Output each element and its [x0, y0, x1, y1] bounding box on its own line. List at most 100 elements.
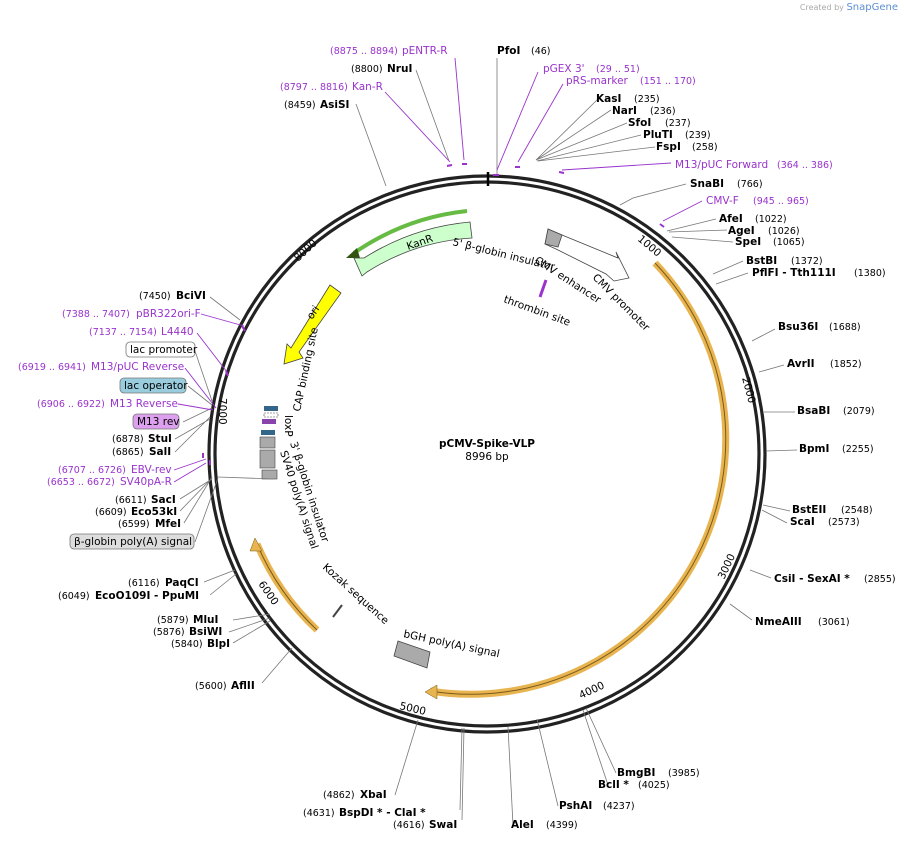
enzyme-swai-pos: (4616)	[393, 820, 425, 831]
enzyme-fspi-pos: (258)	[692, 142, 718, 153]
leader-xbai	[394, 719, 419, 796]
enzyme-eco53ki-pos: (6609)	[95, 507, 127, 518]
lac-operator-label: lac operator	[124, 380, 188, 392]
thrombin-site-label: thrombin site	[502, 294, 572, 329]
enzyme-alei: AleI	[511, 819, 534, 831]
cmv-promoter-label: CMV promoter	[590, 272, 652, 334]
enzyme-mfei-pos: (6599)	[118, 519, 150, 530]
leader-m13-puc-fwd	[561, 162, 672, 171]
left-orf-arc-core	[256, 543, 318, 631]
enzyme-stui: StuI	[148, 433, 172, 445]
enzyme-ecoo109i-pos: (6049)	[58, 591, 90, 602]
enzyme-sali-pos: (6865)	[112, 447, 144, 458]
leader-aflii	[261, 647, 293, 684]
enzyme-afei: AfeI	[719, 213, 743, 225]
enzyme-stui-pos: (6878)	[112, 434, 144, 445]
enzyme-sfoi-pos: (237)	[665, 118, 691, 129]
primer-pgex3-pos: (29 .. 51)	[596, 64, 640, 75]
enzyme-bmgbi: BmgBI	[617, 767, 655, 779]
snapgene-credit: Created by SnapGene	[800, 2, 898, 13]
primer-cmv-f-pos: (945 .. 965)	[753, 196, 809, 207]
leader-bsteii-group	[761, 504, 791, 524]
enzyme-bsteii-pos: (2548)	[841, 505, 873, 516]
enzyme-agei: AgeI	[728, 225, 755, 237]
primer-kan-r: Kan-R	[352, 81, 383, 93]
enzyme-avrii-pos: (1852)	[830, 359, 862, 370]
primer-pgex3: pGEX 3'	[543, 63, 585, 75]
primer-ebv-rev: EBV-rev	[131, 464, 172, 476]
leader-pgex3	[496, 71, 539, 171]
leader-alei	[507, 726, 514, 826]
kozak-mark	[332, 604, 343, 618]
enzyme-afei-pos: (1022)	[755, 214, 787, 225]
enzyme-pfoi: PfoI	[497, 45, 520, 57]
green-arc	[352, 209, 468, 255]
ori-feature	[283, 284, 342, 365]
enzyme-swai: SwaI	[429, 819, 457, 831]
leader-boxed-group	[182, 350, 275, 543]
primer-m13-reverse: M13 Reverse	[110, 398, 178, 410]
enzyme-bcli-pos: (4025)	[638, 780, 670, 791]
enzyme-aflii-pos: (5600)	[195, 681, 227, 692]
enzyme-kasi-pos: (235)	[634, 94, 660, 105]
leader-claI-group	[459, 727, 465, 821]
enzyme-spei-pos: (1065)	[773, 237, 805, 248]
primer-sv40pa-r-pos: (6653 .. 6672)	[47, 477, 115, 488]
leader-pentr-r	[454, 57, 465, 161]
m13-rev-box	[132, 413, 180, 430]
enzyme-bstbi: BstBI	[746, 255, 777, 267]
enzyme-nrui: NruI	[387, 63, 412, 75]
primer-m13-puc-fwd: M13/pUC Forward	[675, 159, 768, 171]
enzyme-nmeaiii-pos: (3061)	[818, 617, 850, 628]
lac-operator-box	[119, 377, 187, 394]
enzyme-labels: PfoI (46) KasI (235) NarI (236) SfoI (23…	[497, 45, 896, 831]
3prime-insulator-box	[259, 436, 276, 449]
leader-pshai	[536, 718, 559, 807]
primer-pentr-r-pos: (8875 .. 8894)	[330, 46, 398, 57]
enzyme-bcli: BclI *	[598, 779, 629, 791]
tick-7000: 7000	[216, 398, 228, 425]
credit-prefix: Created by	[799, 3, 844, 12]
enzyme-mlui-pos: (5879)	[157, 615, 189, 626]
enzyme-nrui-pos: (8800)	[351, 64, 383, 75]
boxed-feature-labels: lac promoter lac operator M13 rev β-glob…	[69, 341, 198, 550]
leader-mlui-group	[228, 613, 271, 644]
leader-l4440	[196, 332, 228, 373]
leader-bstbi-group	[712, 260, 749, 285]
plasmid-size: 8996 bp	[465, 451, 509, 463]
leader-bmgbi-group	[582, 707, 617, 786]
enzyme-paqci: PaqCI	[165, 577, 199, 589]
enzyme-kasi: KasI	[596, 93, 621, 105]
m13-rev-label: M13 rev	[137, 416, 180, 428]
enzyme-mfei: MfeI	[155, 518, 181, 530]
enzyme-alei-pos: (4399)	[546, 820, 578, 831]
enzyme-saci: SacI	[151, 494, 176, 506]
primer-m13-puc-rev-pos: (6919 .. 6941)	[18, 362, 86, 373]
leader-paqci-group	[203, 569, 237, 596]
enzyme-avrii: AvrII	[787, 358, 815, 370]
enzyme-nari-pos: (236)	[650, 106, 676, 117]
tick-4000: 4000	[577, 680, 606, 702]
enzyme-sfoi: SfoI	[628, 117, 651, 129]
primer-cmv-f: CMV-F	[706, 195, 739, 207]
enzyme-pshai-pos: (4237)	[603, 801, 635, 812]
primer-pbr322ori-f: pBR322ori-F	[136, 308, 201, 320]
leader-nmeaiii	[729, 603, 753, 621]
leader-afei-group	[666, 218, 734, 243]
enzyme-bsiwi-pos: (5876)	[153, 627, 185, 638]
enzyme-labels-left: XbaI (4862) BspDI * - ClaI * (4631) SwaI…	[58, 63, 457, 831]
leader-bcivi	[209, 296, 241, 321]
enzyme-bsabi-pos: (2079)	[843, 406, 875, 417]
enzyme-aflii: AflII	[231, 680, 255, 692]
enzyme-fspi: FspI	[656, 141, 681, 153]
leader-csii	[749, 569, 772, 579]
enzyme-snabi-pos: (766)	[737, 179, 763, 190]
primer-m13-puc-rev: M13/pUC Reverse	[91, 361, 184, 373]
enzyme-asisi: AsiSI	[320, 99, 349, 111]
enzyme-sali: SalI	[149, 446, 171, 458]
left-orf-arrowhead	[249, 537, 263, 552]
enzyme-pluti-pos: (239)	[685, 130, 711, 141]
betaglobin-polya-box	[261, 469, 278, 480]
leader-sv40pa-r	[173, 462, 207, 483]
